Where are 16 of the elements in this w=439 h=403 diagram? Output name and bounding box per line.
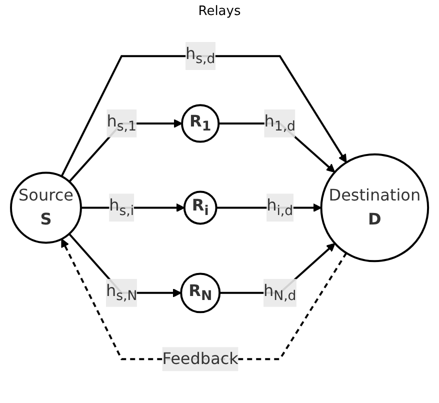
edge-label: h$_{s,i}$ — [109, 196, 134, 219]
node-circle: R$_{N}$ — [180, 272, 221, 314]
edge-label: h$_{s,1}$ — [106, 111, 136, 134]
node-circle: Source S — [10, 172, 82, 244]
edge-label: h$_{N,d}$ — [263, 280, 296, 304]
diagram-label: Relays — [197, 4, 242, 19]
edge-label: Feedback — [162, 349, 238, 368]
edge-label: h$_{1,d}$ — [264, 111, 296, 134]
edge-label: h$_{i,d}$ — [266, 196, 294, 219]
node-circle: Destination D — [320, 153, 430, 262]
edge-label: h$_{s,N}$ — [106, 280, 138, 304]
arrow — [61, 238, 348, 360]
arrow — [60, 55, 347, 177]
node-circle: R$_{i}$ — [183, 190, 218, 225]
edge-label: h$_{s,d}$ — [185, 44, 216, 68]
node-circle: R$_{1}$ — [181, 104, 220, 143]
